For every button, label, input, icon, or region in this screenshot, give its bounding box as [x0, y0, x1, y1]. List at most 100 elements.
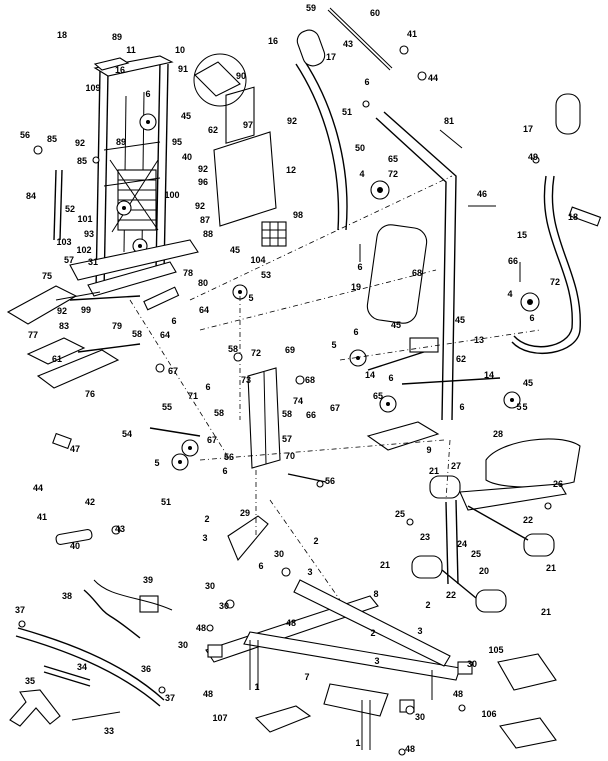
part-callout-89: 89 — [112, 32, 122, 42]
part-callout-55: 55 — [162, 402, 172, 412]
part-callout-51: 51 — [161, 497, 171, 507]
part-callout-6: 6 — [459, 402, 464, 412]
part-callout-98: 98 — [293, 210, 303, 220]
part-callout-43: 43 — [343, 39, 353, 49]
part-callout-5: 5 — [154, 458, 159, 468]
part-callout-22: 22 — [446, 590, 456, 600]
part-callout-6: 6 — [529, 313, 534, 323]
part-callout-23: 23 — [420, 532, 430, 542]
part-callout-88: 88 — [203, 229, 213, 239]
part-callout-74: 74 — [293, 396, 303, 406]
part-callout-6: 6 — [222, 466, 227, 476]
part-callout-29: 29 — [240, 508, 250, 518]
accessories — [9, 432, 173, 727]
part-callout-72: 72 — [550, 277, 560, 287]
part-callout-25: 25 — [471, 549, 481, 559]
part-callout-70: 70 — [285, 451, 295, 461]
part-callout-67: 67 — [207, 435, 217, 445]
part-callout-90: 90 — [236, 71, 246, 81]
part-callout-57: 57 — [64, 255, 74, 265]
part-callout-58: 58 — [282, 409, 292, 419]
part-callout-71: 71 — [188, 391, 198, 401]
part-callout-17: 17 — [523, 124, 533, 134]
part-callout-37: 37 — [165, 693, 175, 703]
part-callout-2: 2 — [370, 628, 375, 638]
part-callout-20: 20 — [479, 566, 489, 576]
part-callout-85: 85 — [47, 134, 57, 144]
part-callout-18: 18 — [568, 212, 578, 222]
part-callout-72: 72 — [251, 348, 261, 358]
part-callout-24: 24 — [457, 539, 467, 549]
part-callout-41: 41 — [407, 29, 417, 39]
part-callout-41: 41 — [37, 512, 47, 522]
part-callout-97: 97 — [243, 120, 253, 130]
part-callout-35: 35 — [25, 676, 35, 686]
part-callout-99: 99 — [81, 305, 91, 315]
part-callout-93: 93 — [84, 229, 94, 239]
part-callout-76: 76 — [85, 389, 95, 399]
part-callout-4: 4 — [507, 289, 512, 299]
part-callout-66: 66 — [508, 256, 518, 266]
part-callout-75: 75 — [42, 271, 52, 281]
part-callout-30: 30 — [467, 659, 477, 669]
part-callout-30: 30 — [205, 581, 215, 591]
assembly-lines — [129, 175, 541, 601]
part-callout-3: 3 — [202, 533, 207, 543]
part-callout-28: 28 — [493, 429, 503, 439]
part-callout-31: 31 — [88, 257, 98, 267]
part-callout-17: 17 — [326, 52, 336, 62]
part-callout-5: 5 — [248, 293, 253, 303]
part-callout-4: 4 — [359, 169, 364, 179]
part-callout-64: 64 — [199, 305, 209, 315]
part-callout-109: 109 — [85, 83, 100, 93]
part-callout-53: 53 — [261, 270, 271, 280]
part-callout-30: 30 — [178, 640, 188, 650]
part-callout-36: 36 — [141, 664, 151, 674]
weight-tower — [6, 55, 248, 389]
right-press-arm — [511, 93, 602, 355]
part-callout-56: 56 — [325, 476, 335, 486]
part-callout-46: 46 — [477, 189, 487, 199]
part-callout-92: 92 — [57, 306, 67, 316]
part-callout-6: 6 — [205, 382, 210, 392]
part-callout-6: 6 — [171, 316, 176, 326]
hardware — [18, 45, 552, 756]
part-callout-45: 45 — [230, 245, 240, 255]
part-callout-5: 5 — [522, 402, 527, 412]
part-callout-14: 14 — [484, 370, 494, 380]
part-callout-15: 15 — [517, 230, 527, 240]
part-callout-68: 68 — [412, 268, 422, 278]
press-arm-assembly — [295, 7, 540, 451]
part-callout-40: 40 — [70, 541, 80, 551]
part-callout-101: 101 — [77, 214, 92, 224]
console-cover — [193, 53, 287, 247]
part-callout-30: 30 — [415, 712, 425, 722]
seat-assembly — [411, 438, 581, 613]
part-callout-13: 13 — [474, 335, 484, 345]
part-callout-52: 52 — [65, 204, 75, 214]
base-frame — [205, 515, 557, 750]
part-callout-85: 85 — [77, 156, 87, 166]
part-callout-6: 6 — [388, 373, 393, 383]
part-callout-6: 6 — [258, 561, 263, 571]
part-callout-6: 6 — [353, 327, 358, 337]
part-callout-107: 107 — [212, 713, 227, 723]
part-callout-50: 50 — [355, 143, 365, 153]
part-callout-48: 48 — [453, 689, 463, 699]
part-callout-10: 10 — [175, 45, 185, 55]
part-callout-84: 84 — [26, 191, 36, 201]
part-callout-65: 65 — [373, 391, 383, 401]
part-callout-92: 92 — [198, 164, 208, 174]
part-callout-21: 21 — [546, 563, 556, 573]
part-callout-91: 91 — [178, 64, 188, 74]
part-callout-37: 37 — [15, 605, 25, 615]
part-callout-5: 5 — [516, 402, 521, 412]
part-callout-16: 16 — [268, 36, 278, 46]
part-callout-47: 47 — [70, 444, 80, 454]
part-callout-48: 48 — [203, 689, 213, 699]
part-callout-60: 60 — [370, 8, 380, 18]
part-callout-92: 92 — [75, 138, 85, 148]
part-callout-34: 34 — [77, 662, 87, 672]
part-callout-48: 48 — [286, 618, 296, 628]
